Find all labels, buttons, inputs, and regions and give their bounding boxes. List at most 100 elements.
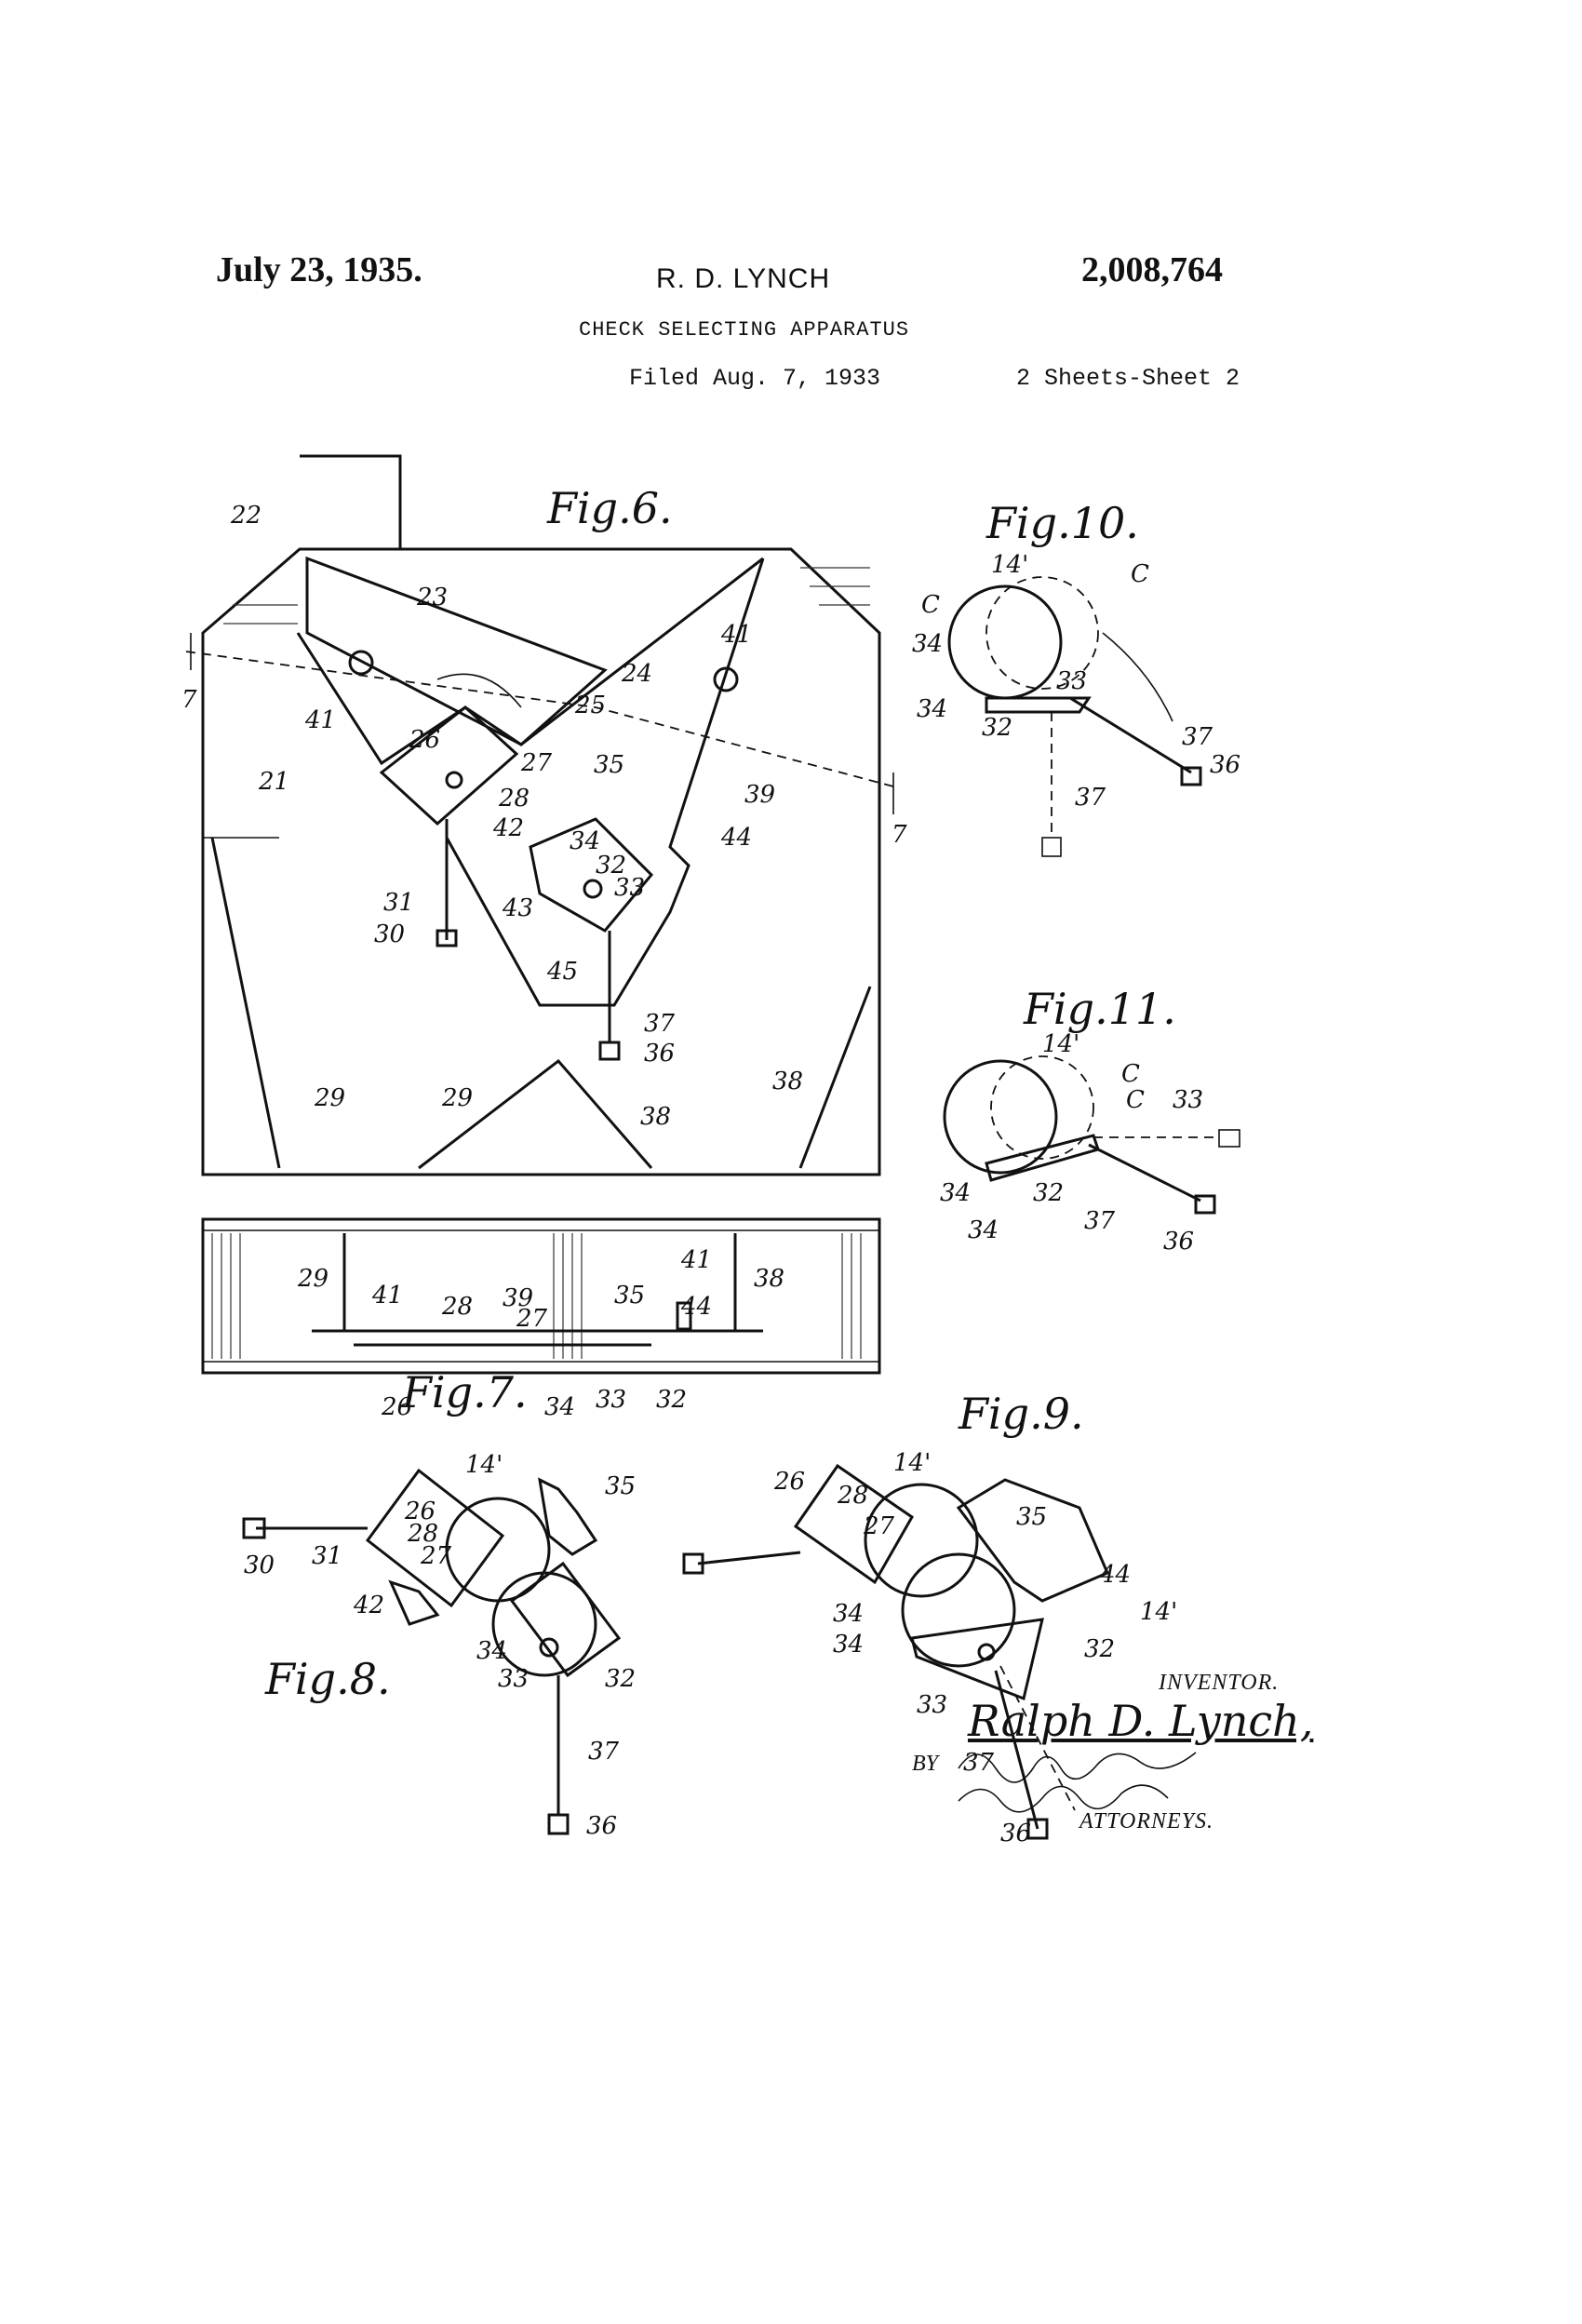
ref7-39: 39 — [503, 1284, 533, 1312]
ref11-37: 37 — [1084, 1207, 1116, 1235]
ref9-28: 28 — [837, 1482, 868, 1510]
ref10-37a: 37 — [1182, 723, 1213, 751]
fig6-label: Fig.6. — [546, 483, 673, 533]
ref10-c1: C — [921, 591, 940, 619]
ref11-c2: C — [1126, 1086, 1145, 1114]
ref8-33: 33 — [498, 1665, 529, 1693]
ref-42: 42 — [492, 814, 524, 842]
fig9-drawing — [682, 1463, 1109, 1840]
ref9-14p: 14' — [893, 1449, 931, 1477]
attorney-signature-2 — [958, 1784, 1169, 1813]
ref7-41b: 41 — [680, 1246, 712, 1274]
inventor-signature: Ralph D. Lynch, — [968, 1696, 1314, 1746]
ref10-34b: 34 — [917, 695, 947, 723]
ref7-27: 27 — [516, 1305, 548, 1333]
ref8-37: 37 — [588, 1738, 620, 1766]
ref7-29: 29 — [297, 1265, 328, 1293]
ref7-35: 35 — [614, 1282, 645, 1310]
ref9-34b: 34 — [833, 1631, 864, 1659]
ref-32: 32 — [596, 852, 626, 880]
ref-24: 24 — [621, 660, 652, 688]
ref9-44: 44 — [1099, 1561, 1131, 1589]
ref9-37: 37 — [963, 1749, 995, 1777]
ref10-c2: C — [1131, 560, 1149, 588]
patent-number: 2,008,764 — [1081, 250, 1223, 289]
ref7-34: 34 — [544, 1393, 575, 1421]
ref-22: 22 — [230, 502, 261, 530]
ref8-26: 26 — [404, 1498, 436, 1525]
fig10-drawing — [947, 576, 1202, 857]
ref9-33: 33 — [917, 1691, 947, 1719]
ref-41a: 41 — [304, 706, 336, 734]
sheet-count: 2 Sheets-Sheet 2 — [1016, 365, 1240, 392]
ref10-14p: 14' — [991, 551, 1028, 579]
ref-21: 21 — [258, 768, 289, 796]
fig11-drawing — [943, 1055, 1240, 1215]
ref-43: 43 — [502, 894, 533, 922]
ref11-33: 33 — [1173, 1086, 1203, 1114]
section-7-left: 7 — [181, 686, 197, 714]
ref-38b: 38 — [640, 1103, 671, 1131]
ref-29a: 29 — [314, 1084, 345, 1112]
ref8-35: 35 — [605, 1472, 636, 1500]
ref7-44: 44 — [680, 1293, 712, 1321]
fig7-label: Fig.7. — [401, 1367, 528, 1417]
fig10-label: Fig.10. — [985, 498, 1139, 548]
ref8-31: 31 — [312, 1542, 342, 1570]
ref11-32: 32 — [1033, 1179, 1064, 1207]
filed-date: Filed Aug. 7, 1933 — [629, 365, 881, 392]
ref-36: 36 — [644, 1040, 675, 1068]
ref7-38: 38 — [754, 1265, 784, 1293]
ref7-41: 41 — [371, 1282, 403, 1310]
ref11-36: 36 — [1163, 1228, 1194, 1256]
ref8-34: 34 — [476, 1637, 507, 1665]
ref-39: 39 — [744, 781, 775, 809]
ref-41b: 41 — [720, 621, 752, 649]
ref-28: 28 — [498, 785, 530, 813]
ref10-37b: 37 — [1075, 784, 1106, 812]
ref-26: 26 — [409, 726, 440, 754]
ref10-34a: 34 — [912, 630, 943, 658]
ref8-27: 27 — [420, 1542, 452, 1570]
fig7-drawing — [201, 1217, 881, 1375]
fig8-label: Fig.8. — [264, 1654, 391, 1704]
fig11-label: Fig.11. — [1023, 984, 1176, 1034]
ref10-33: 33 — [1056, 667, 1087, 695]
ref-35: 35 — [594, 751, 624, 779]
ref11-34b: 34 — [968, 1216, 999, 1244]
fig6-drawing — [185, 454, 894, 1176]
inventor-label: INVENTOR. — [1159, 1671, 1280, 1695]
ref7-33: 33 — [596, 1386, 626, 1414]
ref9-36: 36 — [1000, 1820, 1031, 1847]
ref7-32: 32 — [656, 1386, 687, 1414]
ref11-14p: 14' — [1042, 1030, 1079, 1058]
ref8-32: 32 — [605, 1665, 636, 1693]
ref-37: 37 — [644, 1010, 676, 1038]
ref10-36: 36 — [1210, 751, 1240, 779]
ref8-30: 30 — [244, 1552, 275, 1579]
inventor-header: R. D. LYNCH — [656, 263, 831, 294]
ref-38a: 38 — [772, 1068, 803, 1095]
ref9-32: 32 — [1084, 1635, 1115, 1663]
ref8-42: 42 — [353, 1592, 384, 1619]
ref-27: 27 — [520, 749, 553, 777]
ref-31: 31 — [383, 889, 414, 917]
attorney-signature-1 — [958, 1752, 1197, 1783]
by-label: BY — [912, 1752, 939, 1776]
ref8-36: 36 — [586, 1812, 617, 1840]
ref-45: 45 — [546, 958, 578, 986]
ref9-35: 35 — [1016, 1503, 1047, 1531]
ref9-27: 27 — [863, 1512, 895, 1540]
ref-44: 44 — [720, 824, 752, 852]
ref-23: 23 — [416, 584, 448, 611]
ref11-c1: C — [1121, 1060, 1140, 1088]
fig8-drawing — [242, 1468, 622, 1835]
patent-title: CHECK SELECTING APPARATUS — [579, 318, 910, 342]
fig9-label: Fig.9. — [958, 1389, 1084, 1439]
ref-25: 25 — [574, 692, 606, 719]
attorneys-label: ATTORNEYS. — [1079, 1809, 1214, 1834]
ref8-14p: 14' — [465, 1451, 503, 1479]
ref7-28: 28 — [441, 1293, 473, 1321]
ref10-32: 32 — [982, 714, 1012, 742]
